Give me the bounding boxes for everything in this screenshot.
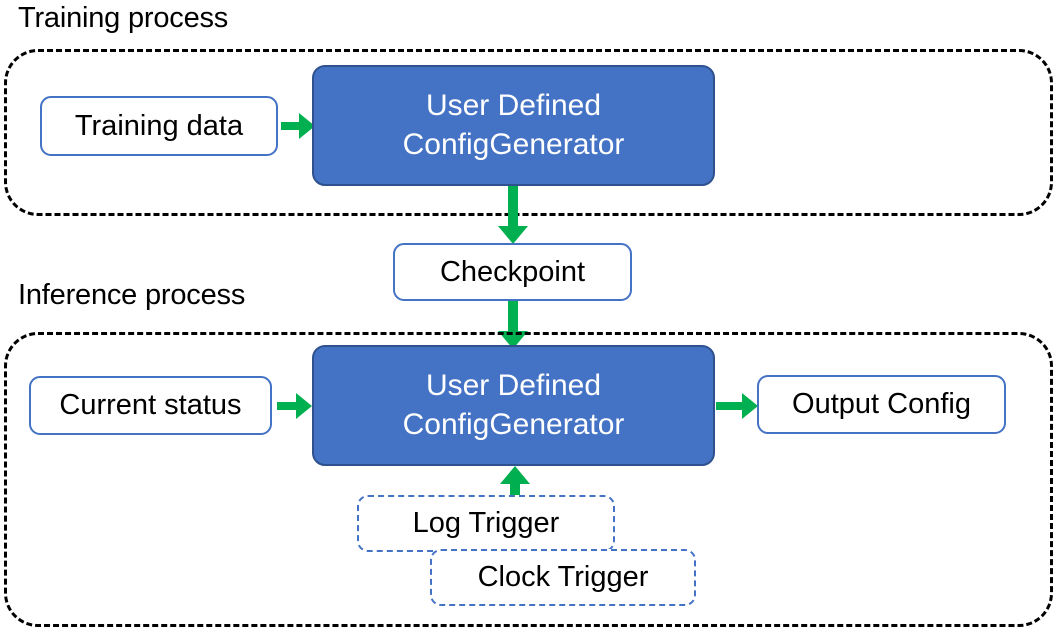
inference-process-container — [4, 332, 1053, 627]
checkpoint-box[interactable]: Checkpoint — [393, 243, 632, 301]
log-trigger-box[interactable]: Log Trigger — [357, 495, 615, 552]
output-config-box[interactable]: Output Config — [757, 375, 1006, 434]
current-status-box[interactable]: Current status — [29, 376, 272, 435]
inference-generator-line2: ConfigGenerator — [402, 407, 625, 441]
arrow-training-data-to-generator — [281, 113, 315, 139]
clock-trigger-box[interactable]: Clock Trigger — [430, 549, 696, 606]
training-config-generator-box[interactable]: User Defined ConfigGenerator — [312, 65, 715, 186]
training-generator-line2: ConfigGenerator — [402, 127, 625, 161]
arrow-generator-to-checkpoint — [498, 186, 528, 244]
arrow-generator-to-output-config — [716, 393, 758, 419]
inference-generator-line1: User Defined — [425, 369, 602, 403]
inference-config-generator-box[interactable]: User Defined ConfigGenerator — [312, 345, 715, 466]
training-process-title: Training process — [18, 2, 229, 34]
training-generator-line1: User Defined — [425, 89, 602, 123]
arrow-current-status-to-generator — [277, 393, 312, 419]
arrow-checkpoint-to-inference-generator — [498, 301, 528, 349]
training-data-box[interactable]: Training data — [40, 96, 278, 156]
inference-process-title: Inference process — [18, 279, 246, 311]
training-process-container — [4, 49, 1053, 216]
arrow-triggers-to-generator — [500, 466, 530, 500]
